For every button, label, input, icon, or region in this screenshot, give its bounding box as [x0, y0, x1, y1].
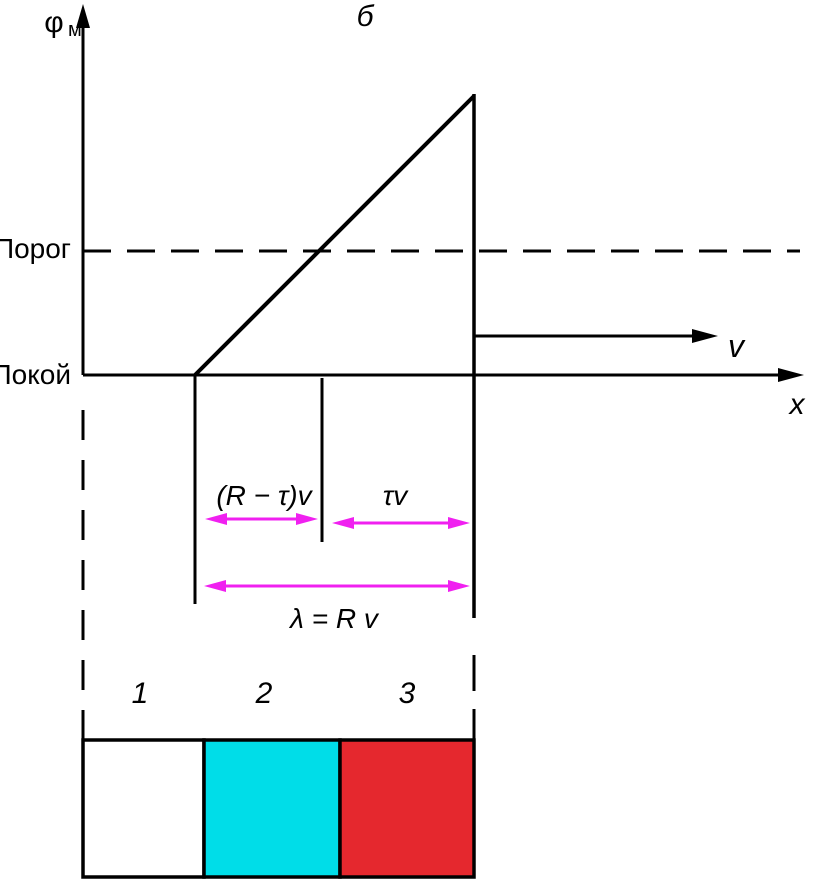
excitation-dimension-label: τv — [383, 480, 409, 511]
velocity-arrowhead — [692, 329, 718, 343]
zones-bar — [81, 738, 476, 879]
zone-1-number: 1 — [132, 677, 149, 710]
threshold-label: Порог — [0, 233, 71, 264]
zone-2-number: 2 — [255, 677, 273, 710]
y-axis-subscript: м — [68, 19, 82, 41]
refractory-dimension-label: (R − τ)v — [216, 480, 313, 511]
rest-label: Покой — [0, 359, 71, 390]
dimension-arrows — [204, 513, 470, 592]
velocity-label: v — [728, 328, 746, 364]
y-axis-label: φ — [44, 6, 63, 39]
wavelength-label: λ = R v — [288, 603, 380, 634]
zone-2-block — [202, 738, 342, 879]
potential-ramp — [193, 94, 476, 377]
zone-3-number: 3 — [399, 677, 416, 710]
wavelength-dimension-arrow — [204, 580, 470, 592]
x-axis-arrowhead — [778, 368, 804, 382]
x-axis-label: x — [788, 388, 806, 421]
zone-1-block — [81, 738, 206, 879]
zone-numbers: 1 2 3 — [132, 677, 416, 710]
refractory-dimension-arrow — [205, 513, 318, 525]
zone-3-block — [338, 738, 476, 879]
excitation-dimension-arrow — [332, 517, 470, 529]
panel-letter: б — [357, 0, 375, 33]
y-axis-arrowhead — [76, 4, 90, 28]
